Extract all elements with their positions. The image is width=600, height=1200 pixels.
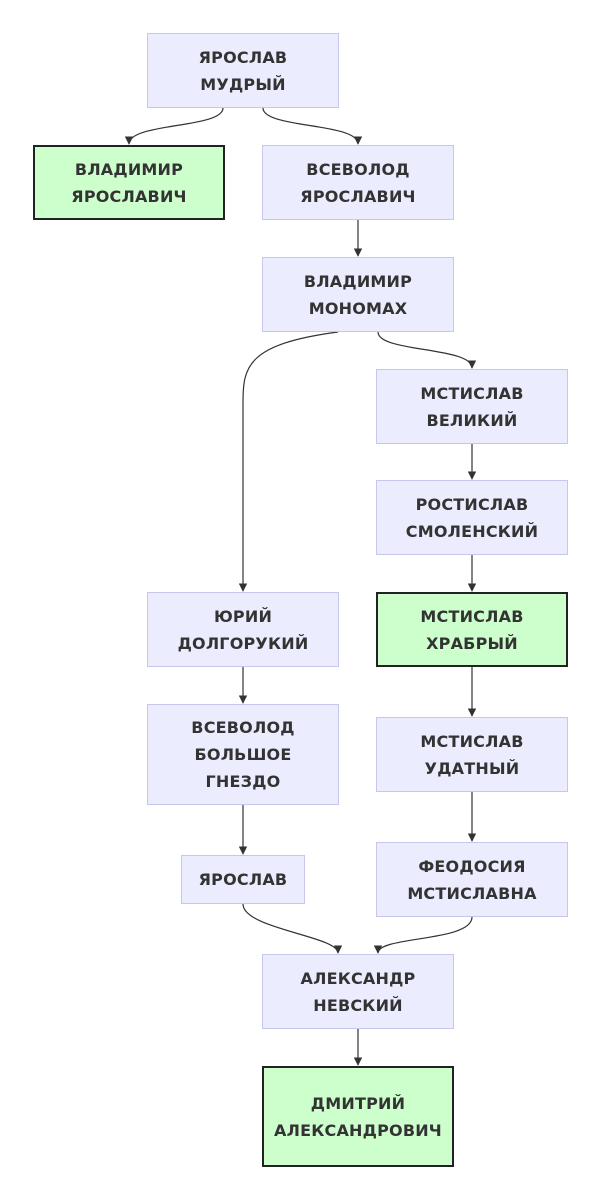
node-line: ЯРОСЛАВ: [198, 870, 288, 889]
node-line: БОЛЬШОЕ: [194, 745, 292, 764]
node-line: МСТИСЛАВНА: [407, 883, 537, 903]
node-line: СМОЛЕНСКИЙ: [405, 521, 539, 541]
node-line: ХРАБРЫЙ: [426, 633, 518, 653]
edge-yaroslav-mudry-to-vladimir-yaroslavich: [124, 107, 224, 145]
node-line: ВЕЛИКИЙ: [426, 410, 518, 430]
node-line: ДОЛГОРУКИЙ: [177, 633, 309, 653]
node-line: ЯРОСЛАВИЧ: [71, 186, 187, 206]
node-line: МОНОМАХ: [308, 298, 408, 318]
node-yuri-dolgoruky: ЮРИЙ ДОЛГОРУКИЙ: [147, 592, 339, 667]
node-line: МСТИСЛАВ: [420, 606, 524, 626]
node-line: АЛЕКСАНДР: [300, 968, 416, 988]
edge-vladimir-monomakh-to-mstislav-veliky: [377, 331, 477, 369]
node-line: ВЛАДИМИР: [74, 159, 184, 179]
edge-yaroslav-to-alexander-nevsky: [242, 903, 343, 954]
node-line: УДАТНЫЙ: [424, 758, 520, 778]
node-yaroslav-mudry: ЯРОСЛАВ МУДРЫЙ: [147, 33, 339, 108]
node-line: ВСЕВОЛОД: [191, 718, 295, 737]
node-line: ВЛАДИМИР: [303, 271, 413, 291]
edge-vladimir-monomakh-to-yuri-dolgoruky: [238, 331, 339, 592]
node-line: РОСТИСЛАВ: [415, 494, 529, 514]
edges-layer: [124, 107, 477, 1066]
node-line: МСТИСЛАВ: [420, 731, 524, 751]
node-mstislav-veliky: МСТИСЛАВ ВЕЛИКИЙ: [376, 369, 568, 444]
node-vladimir-yaroslavich: ВЛАДИМИР ЯРОСЛАВИЧ: [33, 145, 225, 220]
node-line: ЯРОСЛАВ: [198, 47, 288, 67]
node-line: НЕВСКИЙ: [313, 995, 403, 1015]
node-vsevolod-bolshoe-gnezdo: ВСЕВОЛОД БОЛЬШОЕ ГНЕЗДО: [147, 704, 339, 805]
node-alexander-nevsky: АЛЕКСАНДР НЕВСКИЙ: [262, 954, 454, 1029]
node-line: ДМИТРИЙ: [310, 1093, 406, 1113]
node-line: МУДРЫЙ: [200, 74, 286, 94]
node-dmitry-alexandrovich: ДМИТРИЙ АЛЕКСАНДРОВИЧ: [262, 1066, 454, 1167]
node-line: АЛЕКСАНДРОВИЧ: [274, 1120, 442, 1140]
node-line: ФЕОДОСИЯ: [418, 856, 526, 876]
node-mstislav-khrabry: МСТИСЛАВ ХРАБРЫЙ: [376, 592, 568, 667]
node-feodosia-mstislavna: ФЕОДОСИЯ МСТИСЛАВНА: [376, 842, 568, 917]
node-line: МСТИСЛАВ: [420, 383, 524, 403]
node-line: ВСЕВОЛОД: [306, 159, 410, 179]
node-rostislav-smolensky: РОСТИСЛАВ СМОЛЕНСКИЙ: [376, 480, 568, 555]
node-vladimir-monomakh: ВЛАДИМИР МОНОМАХ: [262, 257, 454, 332]
node-line: ЯРОСЛАВИЧ: [300, 186, 416, 206]
edge-yaroslav-mudry-to-vsevolod-yaroslavich: [262, 107, 363, 145]
node-line: ГНЕЗДО: [205, 772, 281, 791]
node-yaroslav: ЯРОСЛАВ: [181, 855, 305, 904]
node-mstislav-udatny: МСТИСЛАВ УДАТНЫЙ: [376, 717, 568, 792]
edge-feodosia-mstislavna-to-alexander-nevsky: [373, 916, 473, 954]
node-vsevolod-yaroslavich: ВСЕВОЛОД ЯРОСЛАВИЧ: [262, 145, 454, 220]
node-line: ЮРИЙ: [213, 606, 273, 626]
